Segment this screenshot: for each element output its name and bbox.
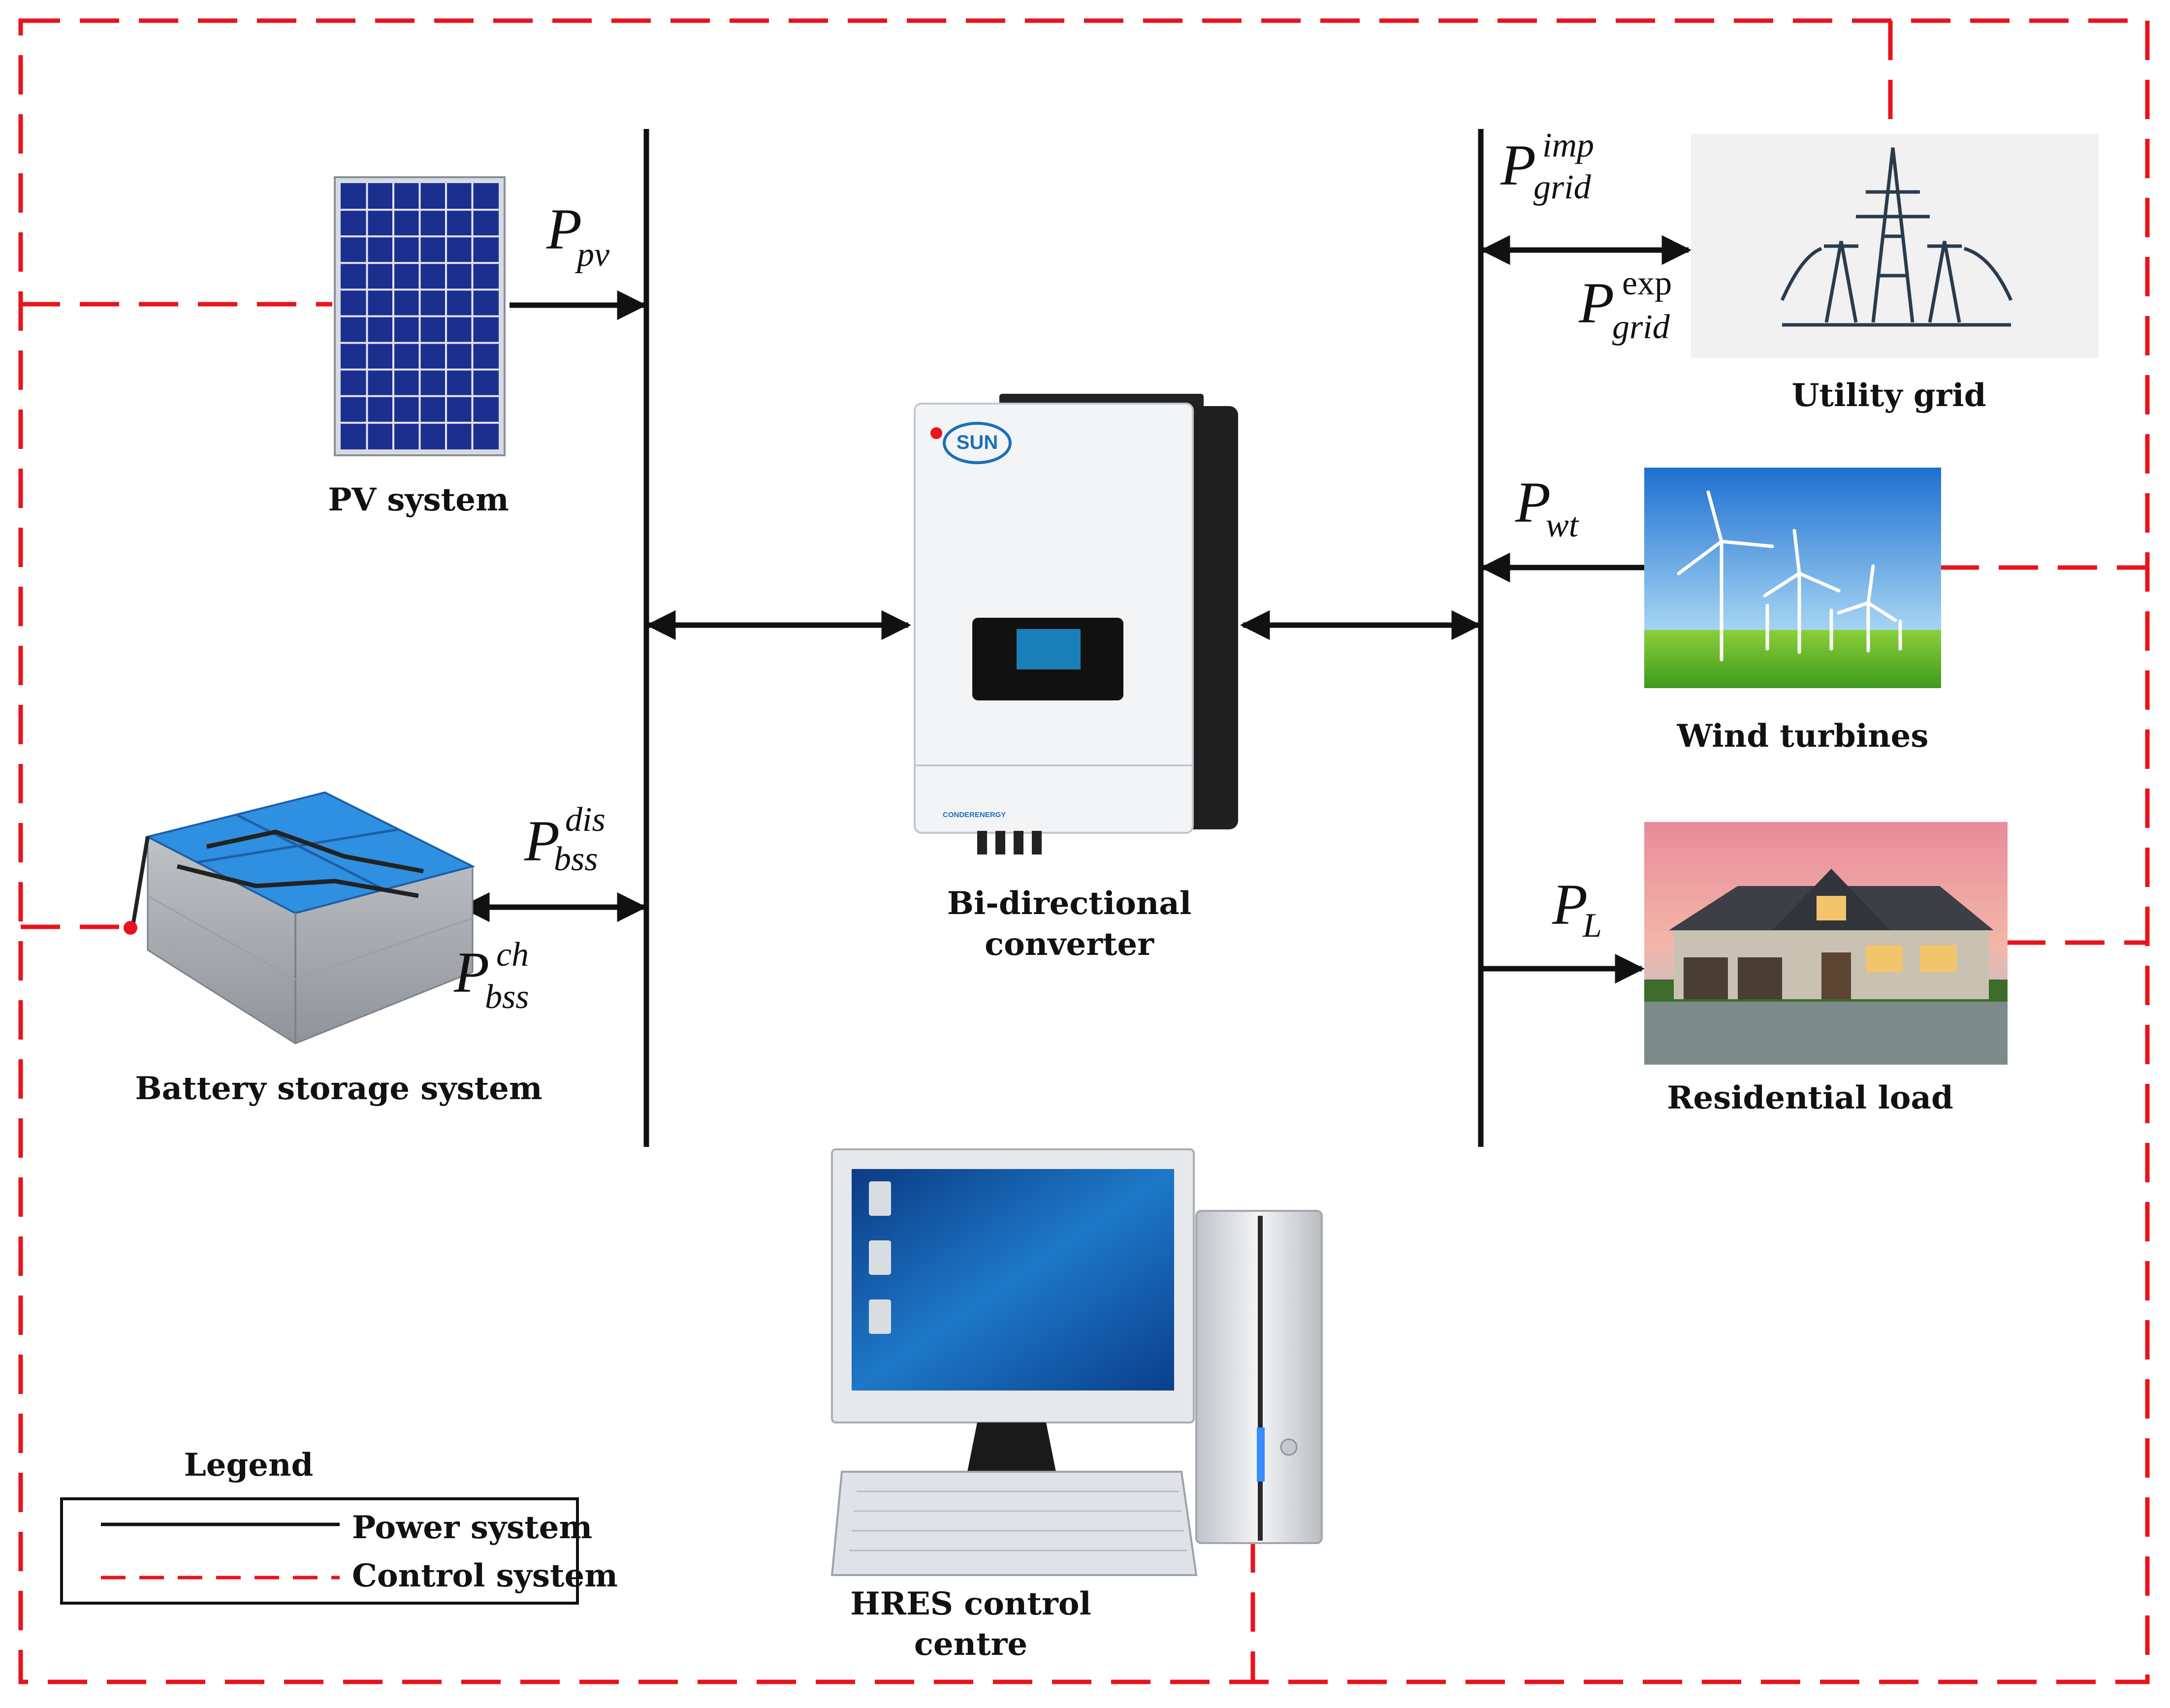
svg-text:grid: grid (1533, 168, 1592, 206)
utility-grid-image (1691, 134, 2099, 358)
control-centre-label-line1: HRES control (850, 1585, 1091, 1622)
svg-text:P: P (1515, 470, 1551, 535)
legend-control-label: Control system (352, 1557, 618, 1594)
svg-text:P: P (1500, 133, 1536, 197)
battery-label: Battery storage system (135, 1070, 542, 1107)
battery-image (124, 791, 476, 1044)
converter-label-line2: converter (985, 926, 1154, 963)
symbol-p-l: P L (1552, 872, 1602, 945)
svg-text:wt: wt (1546, 506, 1579, 544)
pv-label: PV system (328, 481, 509, 518)
legend-title: Legend (184, 1447, 313, 1484)
converter-label-line1: Bi-directional (947, 885, 1191, 922)
svg-text:ch: ch (496, 936, 529, 974)
pv-panel-image (334, 176, 506, 456)
svg-text:bss: bss (485, 978, 529, 1016)
grid-label: Utility grid (1792, 377, 1986, 414)
legend: Legend Power system Control system (60, 1447, 618, 1605)
svg-text:P: P (1552, 872, 1588, 937)
control-network (18, 18, 2150, 1684)
wind-label: Wind turbines (1677, 718, 1929, 755)
legend-power-label: Power system (352, 1509, 592, 1546)
symbol-p-wt: P wt (1515, 470, 1579, 544)
svg-text:exp: exp (1622, 264, 1672, 302)
svg-text:bss: bss (554, 840, 598, 878)
svg-text:L: L (1582, 907, 1602, 945)
power-network (459, 129, 1692, 1147)
svg-text:P: P (453, 940, 489, 1005)
wind-turbines-image (1644, 468, 1941, 688)
legend-box (60, 1497, 579, 1605)
residential-house-image (1644, 822, 2008, 1065)
control-boundary (18, 18, 2150, 1684)
symbol-p-grid-imp: P imp grid (1500, 127, 1594, 206)
svg-text:P: P (546, 197, 582, 261)
symbol-p-bss-dis: P dis bss (524, 801, 606, 878)
converter-image: SUN CONDERENERGY (914, 394, 1238, 854)
inverter-brand-text: SUN (957, 432, 998, 453)
svg-text:pv: pv (574, 236, 610, 274)
svg-text:P: P (1578, 271, 1614, 335)
symbol-p-grid-exp: P exp grid (1578, 264, 1672, 346)
inverter-maker-text: CONDERENERGY (943, 811, 1006, 819)
control-centre-label-line2: centre (914, 1626, 1027, 1663)
control-centre-computer-image (830, 1148, 1323, 1576)
svg-text:dis: dis (565, 801, 606, 839)
symbol-p-bss-ch: P ch bss (453, 936, 529, 1016)
svg-text:imp: imp (1542, 127, 1594, 164)
svg-text:P: P (524, 809, 560, 873)
load-label: Residential load (1667, 1079, 1953, 1116)
symbol-p-pv: P pv (546, 197, 610, 274)
svg-text:grid: grid (1612, 308, 1670, 346)
